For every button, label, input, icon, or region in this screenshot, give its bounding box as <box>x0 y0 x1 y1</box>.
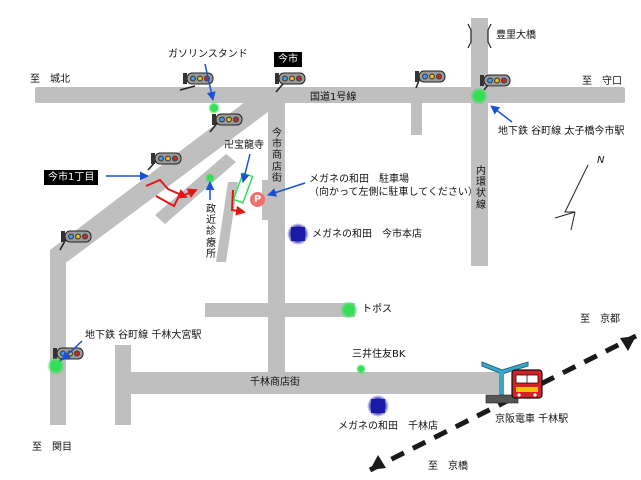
temple-label: 卍宝龍寺 <box>224 140 264 151</box>
bridge-bracket-icon <box>467 23 492 49</box>
parking-title-label: メガネの和田 駐車場 <box>309 174 409 185</box>
station-platform <box>481 361 529 404</box>
road-sembayashi-stub <box>115 345 131 425</box>
honten-label: メガネの和田 今市本店 <box>312 229 422 240</box>
route1-label: 国道1号線 <box>310 92 357 103</box>
road-north-stub <box>411 95 422 135</box>
landmarks <box>47 87 488 375</box>
road-west-vertical <box>50 250 66 425</box>
traffic-signal-icon <box>274 72 306 85</box>
railway-arrow-northeast <box>620 336 636 351</box>
to-moriguchi-label: 至 守口 <box>582 76 622 87</box>
sembayashi-street-label: 千林商店街 <box>250 377 300 388</box>
pointers <box>61 63 513 361</box>
to-sekime-label: 至 関目 <box>32 442 72 453</box>
senbayashi-shop-label: メガネの和田 千林店 <box>338 421 438 432</box>
senbayashi-shop-marker <box>371 399 385 413</box>
parking-note-label: （向かって左側に駐車してください） <box>309 187 478 198</box>
road-network <box>35 18 625 425</box>
railway-arrow-southwest <box>370 455 386 470</box>
north-arrow-icon <box>554 164 589 231</box>
inner-ring-label: 内環状線 <box>476 166 486 211</box>
bank-marker <box>356 364 366 374</box>
toyosato-bridge-label: 豊里大橋 <box>496 30 536 41</box>
topos-marker <box>340 301 358 319</box>
road-sembayashi-street <box>115 372 500 394</box>
pointer-gas-station <box>204 63 216 101</box>
gas-station-marker <box>208 102 220 114</box>
senbayashi-omiya-station-label: 地下鉄 谷町線 千林大宮駅 <box>85 330 202 341</box>
senbayashi-omiya-station-marker <box>47 357 65 375</box>
taishibashi-station-marker <box>470 87 488 105</box>
road-diagonal-main <box>50 89 280 262</box>
route-arrow-icon <box>155 188 198 208</box>
route-arrow-icon <box>145 178 188 199</box>
route-arrow-icon <box>230 189 246 216</box>
to-kyobashi-label: 至 京橋 <box>428 461 468 472</box>
train-icon <box>511 369 543 399</box>
imaichi-street-label: 今市商店街 <box>272 128 282 184</box>
clinic-label: 政近診療所 <box>206 204 216 260</box>
to-jotohoku-label: 至 城北 <box>30 74 70 85</box>
road-inner-ring <box>471 18 488 266</box>
north-label: N <box>597 155 605 166</box>
to-kyoto-label: 至 京都 <box>580 314 620 325</box>
topos-label: トポス <box>362 304 392 315</box>
road-right-slant <box>262 180 268 220</box>
pointer-senbayashi-omiya <box>61 340 83 361</box>
pointer-taishibashi <box>490 105 513 123</box>
parking-icon: P <box>250 192 265 207</box>
route-arrows <box>145 178 246 216</box>
imaichi-1chome-tag: 今市1丁目 <box>44 170 99 185</box>
gas-station-label: ガソリンスタンド <box>168 49 248 60</box>
pointer-parking <box>267 182 306 197</box>
imaichi-intersection-tag: 今市 <box>274 52 302 67</box>
honten-marker <box>291 227 305 241</box>
bank-label: 三井住友BK <box>352 349 406 360</box>
pointer-temple <box>240 153 251 183</box>
keihan-station-label: 京阪電車 千林駅 <box>495 414 569 425</box>
taishibashi-station-label: 地下鉄 谷町線 太子橋今市駅 <box>498 126 625 137</box>
clinic-marker <box>205 173 215 183</box>
shops <box>287 223 389 417</box>
road-topos-branch <box>205 303 355 317</box>
